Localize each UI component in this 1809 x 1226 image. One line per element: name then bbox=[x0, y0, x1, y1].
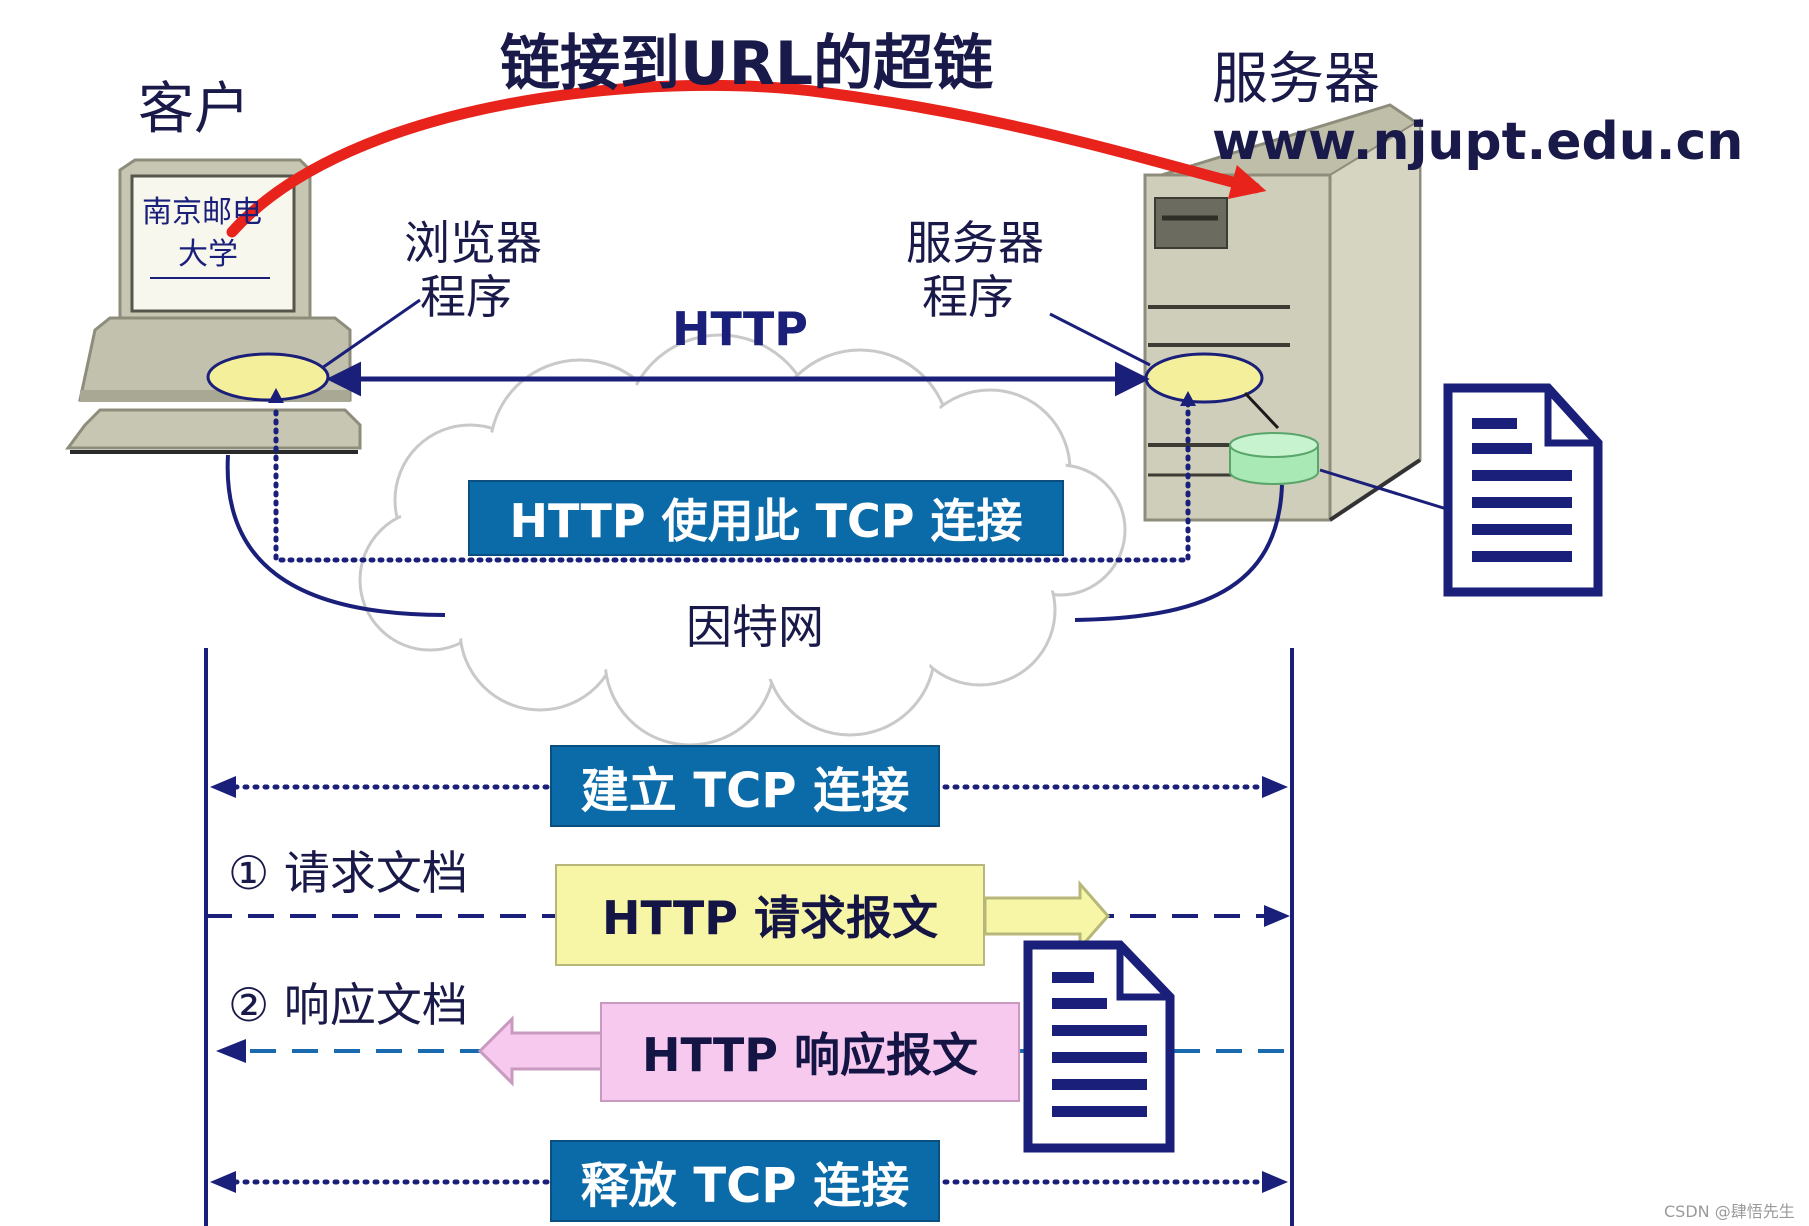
tcp-used-label: HTTP 使用此 TCP 连接 bbox=[468, 480, 1064, 556]
response-arrow-shape bbox=[477, 1015, 612, 1087]
establish-tcp-label: 建立 TCP 连接 bbox=[550, 745, 940, 827]
establish-right-arrowhead bbox=[1262, 776, 1288, 798]
browser-label-line1: 浏览器 bbox=[404, 216, 542, 270]
disk-icon bbox=[1229, 432, 1319, 485]
server-program-label-line2: 程序 bbox=[922, 270, 1014, 324]
client-cable bbox=[225, 454, 446, 617]
response-caption: ② 响应文档 bbox=[224, 982, 472, 1028]
server-leader-line bbox=[1049, 312, 1151, 367]
release-right-arrowhead bbox=[1262, 1171, 1288, 1193]
release-tcp-label: 释放 TCP 连接 bbox=[550, 1140, 940, 1222]
http-label: HTTP bbox=[672, 302, 809, 356]
response-document-icon bbox=[1023, 940, 1175, 1153]
browser-leader-line bbox=[321, 298, 421, 370]
server-cable bbox=[1074, 484, 1284, 622]
browser-label-line2: 程序 bbox=[420, 270, 512, 324]
request-message-box: HTTP 请求报文 bbox=[555, 864, 985, 966]
client-label: 客户 bbox=[138, 77, 250, 142]
watermark: CSDN @肆悟先生 bbox=[1664, 1202, 1795, 1221]
client-computer-icon bbox=[65, 158, 362, 454]
server-document-icon bbox=[1443, 383, 1603, 597]
internet-label: 因特网 bbox=[686, 600, 824, 654]
establish-left-arrowhead bbox=[210, 776, 236, 798]
client-screen-line2: 大学 bbox=[178, 237, 238, 272]
client-screen-line1: 南京邮电 bbox=[142, 195, 262, 230]
request-arrow-shape bbox=[983, 880, 1110, 952]
browser-ellipse bbox=[206, 352, 330, 402]
hyperlink-red-arrow bbox=[226, 79, 1267, 238]
response-message-box: HTTP 响应报文 bbox=[600, 1002, 1020, 1102]
server-program-ellipse bbox=[1144, 352, 1264, 404]
server-hostname: www.njupt.edu.cn bbox=[1212, 112, 1744, 172]
hyperlink-label: 链接到URL的超链 bbox=[500, 29, 994, 99]
request-caption: ① 请求文档 bbox=[224, 850, 472, 896]
release-left-arrowhead bbox=[210, 1171, 236, 1193]
tcp-dotted-loop bbox=[273, 400, 1191, 563]
server-label: 服务器 bbox=[1212, 47, 1380, 112]
server-program-label-line1: 服务器 bbox=[906, 216, 1044, 270]
